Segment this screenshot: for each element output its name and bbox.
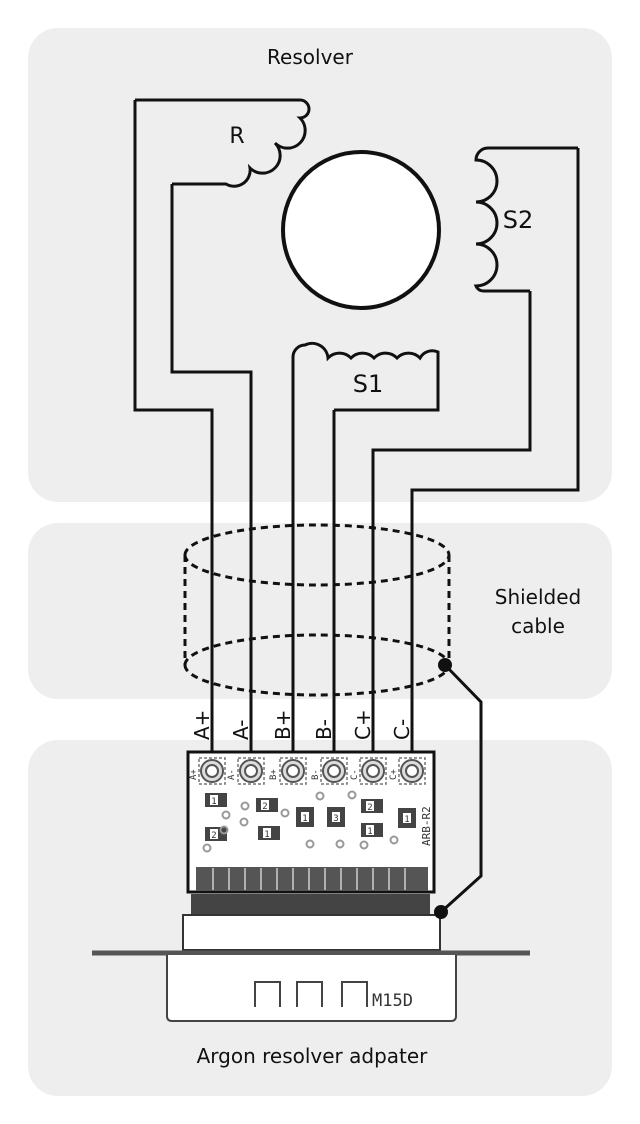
smd-component: 1: [296, 807, 314, 827]
pcb-pin-header-dividers: [212, 868, 406, 890]
coil-s1: S1: [291, 341, 440, 700]
wire-a-plus: [133, 100, 214, 768]
silk-label-b-minus: B-: [311, 769, 321, 780]
wire-a-minus: [170, 184, 253, 768]
coil-r: R: [135, 98, 311, 188]
terminal-label-a-minus: A-: [229, 720, 253, 740]
coil-s1-label: S1: [353, 370, 384, 398]
smd-component: 3: [327, 807, 345, 827]
connector-lower-shell: [166, 955, 457, 1022]
pad-c-plus: [359, 757, 387, 785]
terminal-label-c-plus: C+: [351, 709, 375, 740]
terminal-label-c-minus: C-: [390, 719, 414, 740]
ground-junction-dot: [434, 905, 448, 919]
wires: [133, 100, 580, 914]
terminal-label-b-minus: B-: [312, 719, 336, 740]
db15-connector: M15D: [92, 894, 530, 1022]
coil-r-label: R: [229, 124, 244, 149]
terminal-label-b-plus: B+: [271, 710, 295, 740]
coil-s2-label: S2: [503, 206, 534, 234]
smd-component: 1: [398, 808, 416, 828]
pad-a-minus: [237, 757, 265, 785]
pad-c-minus: [398, 757, 426, 785]
smd-component: 2: [361, 799, 383, 813]
cable-panel: [28, 523, 612, 699]
smd-component: 1: [361, 823, 383, 837]
wire-c-minus: [410, 148, 580, 768]
pad-b-minus: [320, 757, 348, 785]
pcb-components: 1 2 1 3 2 1 2 1 1: [205, 793, 416, 841]
silk-label-b-plus: B+: [269, 769, 279, 780]
pad-b-plus: [279, 757, 307, 785]
svg-text:1: 1: [211, 797, 216, 807]
svg-text:2: 2: [367, 803, 372, 813]
smd-component: 1: [205, 793, 227, 807]
cable-shield: [183, 523, 452, 697]
silk-label-c-minus: C-: [350, 769, 360, 780]
svg-text:1: 1: [302, 814, 307, 824]
pcb-silkscreen-labels: A+ A- B+ B- C- C+ ARB-R2: [189, 769, 433, 846]
connector-top-shell: [182, 914, 441, 951]
resolver-title: Resolver: [267, 45, 354, 69]
coil-s2: S2: [473, 146, 578, 293]
terminal-labels: A+ A- B+ B- C+ C-: [190, 709, 414, 740]
connector-strip: [191, 894, 430, 914]
terminal-label-a-plus: A+: [190, 710, 214, 740]
pad-a-plus: [198, 757, 226, 785]
cable-title-line2: cable: [511, 614, 565, 638]
cable-title-line1: Shielded: [495, 585, 581, 609]
smd-component: 1: [258, 826, 280, 840]
svg-text:2: 2: [211, 831, 216, 841]
pcb-vias: [202, 790, 399, 853]
smd-component: 2: [256, 798, 278, 812]
pcb-pin-header: [196, 867, 428, 891]
rotor: [281, 150, 441, 310]
silk-label-a-minus: A-: [227, 769, 237, 780]
svg-text:1: 1: [367, 827, 372, 837]
svg-text:3: 3: [333, 814, 338, 824]
pcb-terminals: [198, 757, 426, 785]
connector-model-label: M15D: [372, 991, 413, 1011]
wire-c-plus: [371, 291, 532, 768]
svg-text:2: 2: [262, 802, 267, 812]
svg-text:1: 1: [404, 815, 409, 825]
silk-label-c-plus: C+: [389, 769, 399, 780]
svg-text:1: 1: [264, 830, 269, 840]
adapter-pcb: A+ A- B+ B- C- C+ ARB-R2 1 2 1 3 2 1 2 1…: [186, 750, 436, 894]
shield-junction-dot: [438, 658, 452, 672]
silk-label-a-plus: A+: [189, 769, 199, 780]
shield-drain-wire: [439, 663, 483, 914]
adapter-title: Argon resolver adpater: [197, 1044, 429, 1068]
pcb-board-id: ARB-R2: [420, 806, 433, 846]
